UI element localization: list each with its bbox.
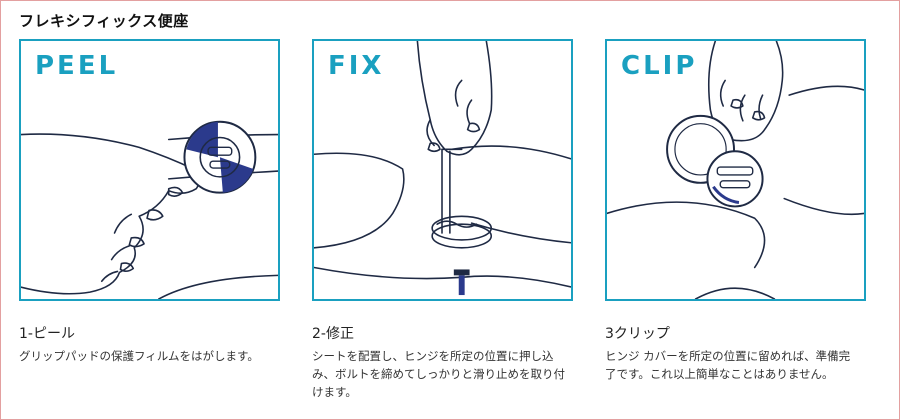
step-title-fix: 2-修正 [312, 326, 354, 342]
step-title-clip: 3クリップ [605, 326, 670, 342]
peel-illustration-art [21, 120, 278, 299]
step-description-fix: シートを配置し、ヒンジを所定の位置に押し込み、ボルトを締めてしっかりと滑り止めを… [312, 349, 565, 399]
illustration-peel: PEEL [19, 39, 280, 301]
step-description-clip: ヒンジ カバーを所定の位置に留めれば、準備完了です。これ以上簡単なことはありませ… [605, 349, 851, 381]
hinge-base-icon [706, 150, 764, 208]
step-heading-peel: PEEL [35, 51, 119, 81]
step-description-peel: グリップパッドの保護フィルムをはがします。 [19, 349, 259, 363]
step-title-peel: 1-ピール [19, 326, 75, 342]
fix-illustration-art [314, 41, 571, 296]
illustration-clip: CLIP [605, 39, 866, 301]
bolt-icon [453, 269, 470, 296]
illustration-fix: FIX [312, 39, 573, 301]
clip-illustration-art [607, 41, 864, 299]
step-heading-clip: CLIP [621, 51, 698, 81]
page-title: フレキシフィックス便座 [19, 12, 189, 30]
hinge-disc-icon [183, 120, 257, 194]
step-heading-fix: FIX [328, 51, 385, 81]
